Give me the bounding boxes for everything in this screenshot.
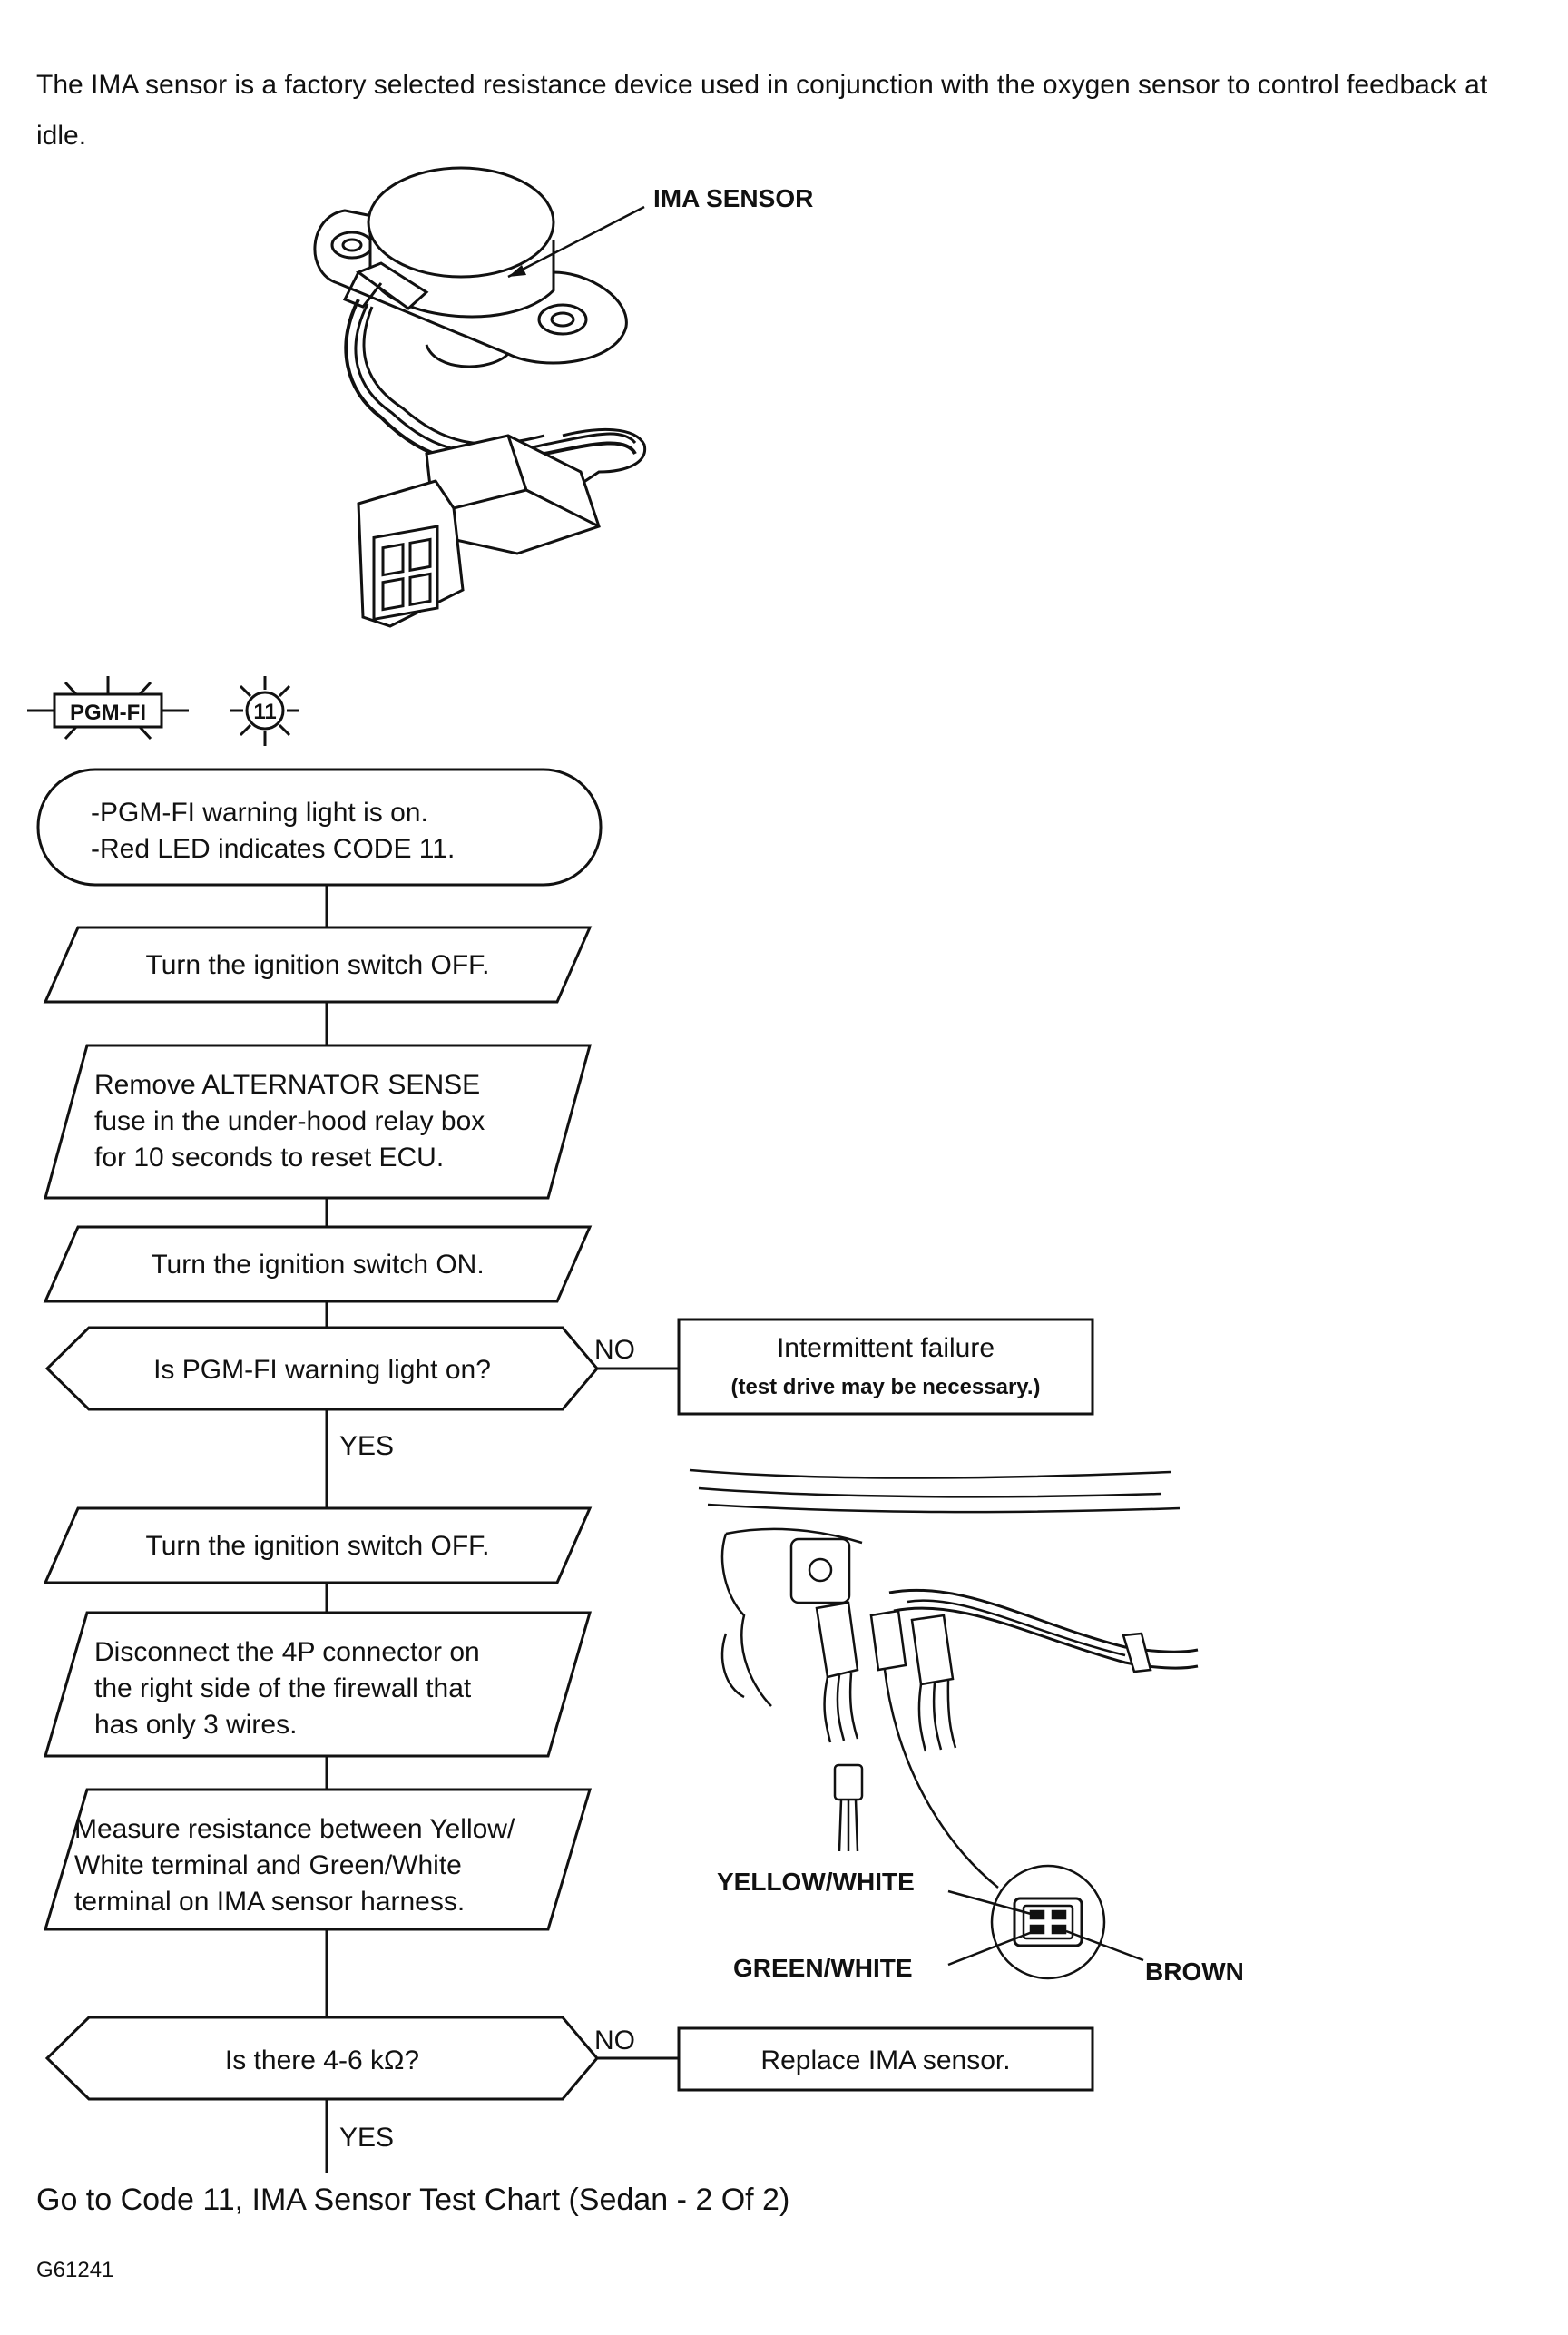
green-white-label: GREEN/WHITE <box>733 1954 913 1982</box>
flowchart-shapes <box>36 768 1094 2101</box>
step5-line-2: the right side of the firewall that <box>94 1673 472 1703</box>
decision1-no-label: NO <box>594 1335 635 1365</box>
pgm-fi-icon-label: PGM-FI <box>70 701 146 725</box>
ima-sensor-label: IMA SENSOR <box>653 184 813 212</box>
result2-box <box>677 2026 1094 2092</box>
next-step-reference: Go to Code 11, IMA Sensor Test Chart (Se… <box>36 2183 790 2217</box>
brown-label: BROWN <box>1145 1957 1244 1986</box>
step4-text: Turn the ignition switch OFF. <box>145 1531 489 1561</box>
step6-line-3: terminal on IMA sensor harness. <box>74 1887 465 1917</box>
result2-text: Replace IMA sensor. <box>760 2046 1010 2075</box>
step3-text: Turn the ignition switch ON. <box>151 1250 484 1280</box>
step6-box <box>43 1788 593 1931</box>
decision1-yes-label: YES <box>339 1431 394 1461</box>
firewall-connector-illustration <box>689 1468 1199 1980</box>
decision1-text: Is PGM-FI warning light on? <box>153 1355 491 1385</box>
step5-line-3: has only 3 wires. <box>94 1710 297 1740</box>
pgm-fi-warning-light-icon <box>27 676 189 741</box>
decision2-no-label: NO <box>594 2026 635 2055</box>
step2-line-3: for 10 seconds to reset ECU. <box>94 1143 444 1172</box>
step5-line-1: Disconnect the 4P connector on <box>94 1637 480 1667</box>
step1-text: Turn the ignition switch OFF. <box>145 950 489 980</box>
figure-id: G61241 <box>36 2258 114 2282</box>
step5-box <box>44 1611 592 1758</box>
step2-line-1: Remove ALTERNATOR SENSE <box>94 1070 480 1100</box>
decision2-yes-label: YES <box>339 2123 394 2153</box>
result1-line-2: (test drive may be necessary.) <box>730 1375 1040 1399</box>
decision1-diamond <box>44 1326 599 1411</box>
result1-line-1: Intermittent failure <box>777 1333 995 1363</box>
step4-box <box>43 1506 593 1584</box>
code-11-icon-label: 11 <box>253 700 276 724</box>
decision2-diamond <box>44 2016 599 2101</box>
intro-paragraph: The IMA sensor is a factory selected res… <box>36 70 1488 151</box>
step3-box <box>43 1225 593 1303</box>
code-11-led-icon <box>230 676 299 746</box>
decision2-text: Is there 4-6 kΩ? <box>225 2046 419 2075</box>
step6-line-1: Measure resistance between Yellow/ <box>74 1814 515 1844</box>
step1-box <box>43 926 593 1004</box>
step2-line-2: fuse in the under-hood relay box <box>94 1106 485 1136</box>
flowchart-connectors <box>325 885 679 2173</box>
start-line-1: -PGM-FI warning light is on. <box>91 798 428 828</box>
result1-box <box>677 1318 1094 1416</box>
start-line-2: -Red LED indicates CODE 11. <box>91 834 455 864</box>
step6-line-2: White terminal and Green/White <box>74 1850 462 1880</box>
ima-sensor-illustration <box>313 166 647 628</box>
step2-box <box>44 1044 592 1200</box>
yellow-white-label: YELLOW/WHITE <box>717 1868 915 1896</box>
start-terminal <box>36 768 603 887</box>
